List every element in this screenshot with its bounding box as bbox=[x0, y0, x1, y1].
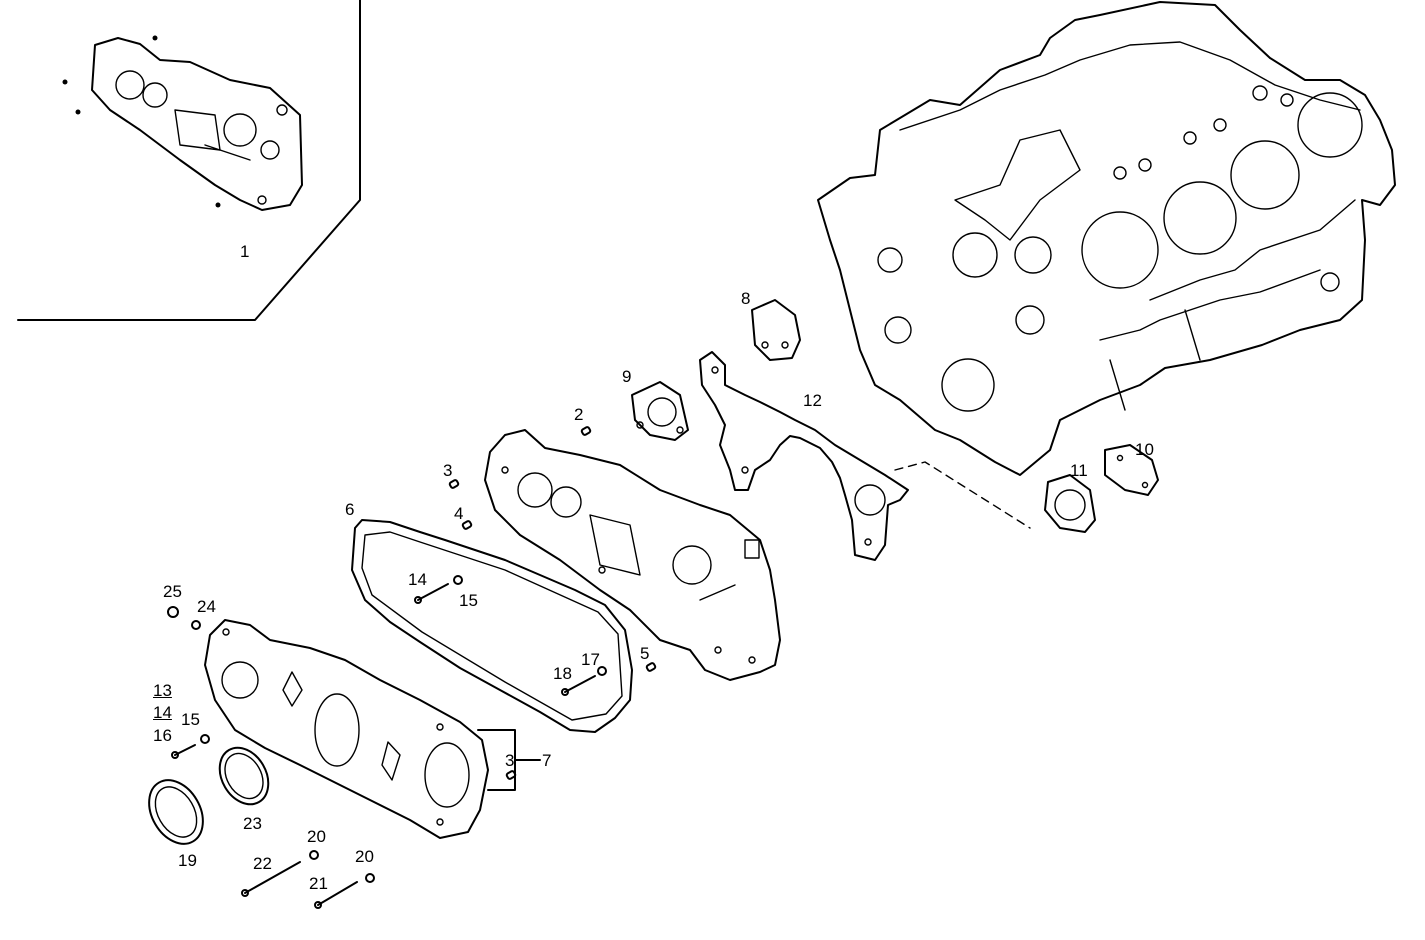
label-14-upper: 14 bbox=[408, 570, 427, 589]
label-16: 16 bbox=[153, 726, 172, 745]
label-21: 21 bbox=[309, 874, 328, 893]
part-11-gasket bbox=[1044, 474, 1096, 533]
part-10-plate bbox=[1104, 444, 1159, 496]
label-5: 5 bbox=[640, 644, 650, 663]
label-23: 23 bbox=[243, 814, 262, 833]
part-23-seal bbox=[218, 746, 270, 806]
front-housing-drawing bbox=[484, 429, 781, 681]
label-17: 17 bbox=[581, 650, 600, 669]
part-12-gasket bbox=[699, 351, 909, 561]
label-20-upper: 20 bbox=[307, 827, 326, 846]
label-10: 10 bbox=[1135, 440, 1154, 459]
label-6: 6 bbox=[345, 500, 355, 519]
label-7: 7 bbox=[542, 751, 552, 770]
label-13: 13 bbox=[153, 681, 172, 700]
label-19: 19 bbox=[178, 851, 197, 870]
part-9-gasket bbox=[631, 381, 689, 441]
label-20-lower: 20 bbox=[355, 847, 374, 866]
outer-cover-drawing bbox=[204, 619, 489, 839]
label-22: 22 bbox=[253, 854, 272, 873]
label-3-upper: 3 bbox=[443, 461, 453, 480]
part-19-seal bbox=[148, 779, 204, 845]
fasteners bbox=[167, 426, 657, 909]
inset-assembly-drawing bbox=[62, 35, 303, 211]
label-18: 18 bbox=[553, 664, 572, 683]
label-14-lower: 14 bbox=[153, 703, 172, 722]
label-3-lower: 3 bbox=[505, 751, 515, 770]
engine-block-drawing bbox=[817, 1, 1396, 476]
leader-dashed bbox=[894, 461, 1031, 529]
label-2: 2 bbox=[574, 405, 584, 424]
label-15-lower: 15 bbox=[181, 710, 200, 729]
label-8: 8 bbox=[741, 289, 751, 308]
label-12: 12 bbox=[803, 391, 822, 410]
label-4: 4 bbox=[454, 504, 464, 523]
part-8-plate bbox=[751, 299, 801, 361]
label-11: 11 bbox=[1070, 461, 1088, 480]
label-24: 24 bbox=[197, 597, 216, 616]
label-9: 9 bbox=[622, 367, 632, 386]
inset-frame bbox=[17, 0, 361, 321]
bracket-3-7 bbox=[477, 729, 541, 791]
part-6-gasket bbox=[351, 519, 633, 733]
label-25: 25 bbox=[163, 582, 182, 601]
label-15-upper: 15 bbox=[459, 591, 478, 610]
label-1: 1 bbox=[240, 242, 250, 261]
